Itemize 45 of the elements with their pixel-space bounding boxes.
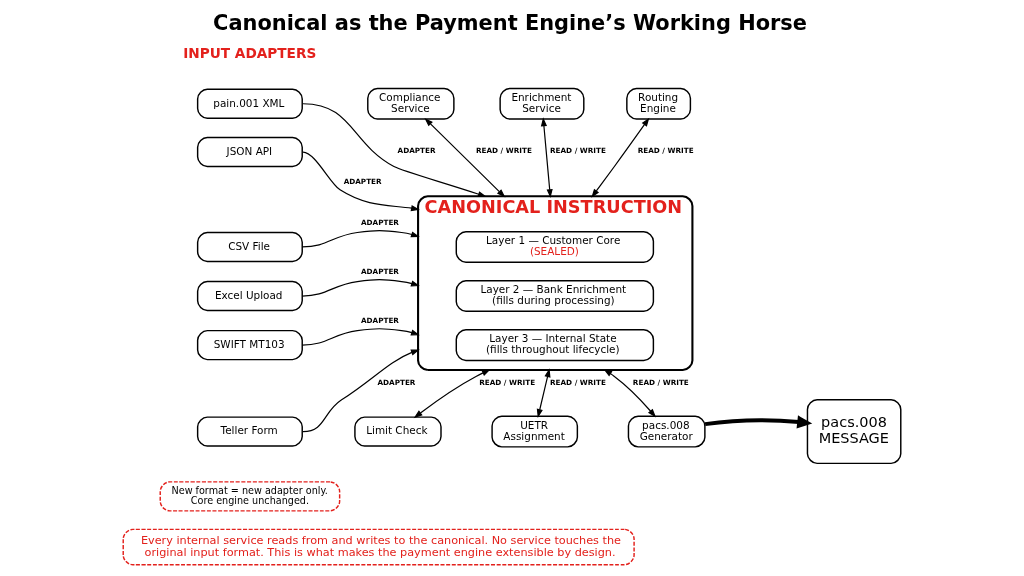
edge-label: ADAPTER [360, 266, 399, 276]
edge-label: ADAPTER [360, 315, 399, 325]
node-box: SWIFT MT103 [196, 329, 303, 361]
node-box: Enrichment Service [499, 87, 585, 120]
node-box: CSV File [196, 231, 303, 263]
label: INPUT ADAPTERS [183, 44, 317, 61]
node-box: Routing Engine [626, 87, 692, 120]
edge-label: READ / WRITE [637, 146, 694, 155]
edge-label: READ / WRITE [550, 377, 606, 387]
node-box: Limit Check [354, 416, 442, 447]
arrow [540, 117, 553, 199]
node-box: JSON API [196, 136, 303, 168]
node-box: pain.001 XML [196, 88, 303, 119]
arrow [301, 230, 420, 248]
diagram-title: Canonical as the Payment Engine’s Working Horse [213, 11, 807, 36]
arrow [424, 117, 506, 198]
arrow [302, 349, 420, 433]
arrow [413, 369, 491, 419]
edge-label: ADAPTER [397, 146, 436, 155]
node-box: Layer 1 — Customer Core (SEALED) [455, 230, 655, 263]
node-box: Layer 2 — Bank Enrichment (fills during processing) [455, 280, 655, 313]
edge-label: READ / WRITE [550, 146, 606, 155]
node-box: Excel Upload [196, 280, 303, 312]
edge-label: ADAPTER [360, 217, 399, 227]
arrow [591, 117, 650, 198]
node-box: Teller Form [196, 416, 303, 447]
node-box: New format = new adapter only. Core engine unchanged. [159, 481, 341, 512]
node-box: Compliance Service [367, 87, 455, 120]
arrow [302, 151, 420, 212]
node-box: pacs.008 MESSAGE [806, 399, 902, 465]
arrow [302, 103, 487, 198]
arrow [301, 279, 420, 297]
node-box: Layer 3 — Internal State (fills throughout lifecycle) [455, 329, 655, 362]
node-box: pacs.008 Generator [627, 415, 706, 448]
edge-label: ADAPTER [377, 377, 416, 387]
arrow [603, 369, 657, 418]
node-box: UETR Assignment [491, 415, 579, 448]
edge-label: READ / WRITE [476, 146, 532, 155]
edge-label: ADAPTER [343, 176, 382, 186]
edge-label: READ / WRITE [632, 377, 689, 387]
arrow [301, 328, 420, 346]
arrow [704, 415, 813, 429]
edge-label: READ / WRITE [479, 377, 536, 387]
arrow [536, 368, 551, 418]
node-box: Every internal service reads from and writes to the canonical. No service touches the original input format. This is what makes the payment engine extensible by design. [122, 528, 635, 566]
